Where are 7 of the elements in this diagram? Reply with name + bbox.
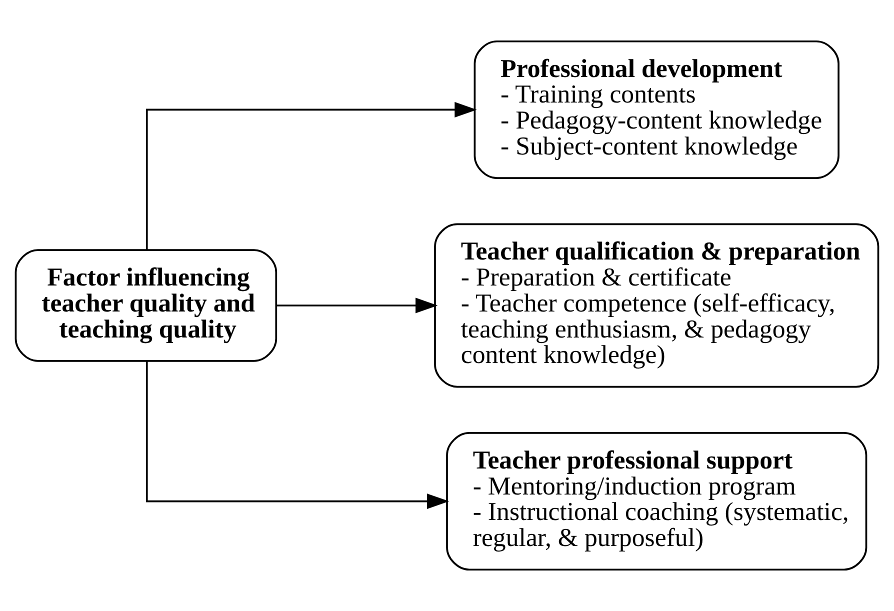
arrow: [146, 102, 477, 250]
arrow: [276, 298, 438, 314]
node-box: Teacher professional support - Mentoring/induction program - Instructional coaching (systematic, regular, & purposeful): [446, 432, 868, 571]
node-box: Teacher qualification & preparation - Preparation & certificate - Teacher competence (self-efficacy, teaching enthusiasm, & pedagogy content knowledge): [434, 223, 880, 388]
node-box: Professional development - Training contents - Pedagogy-content knowledge - Subject-content knowledge: [474, 40, 840, 179]
node-box: Factor influencing teacher quality and teaching quality: [14, 249, 278, 362]
arrow: [146, 361, 450, 510]
